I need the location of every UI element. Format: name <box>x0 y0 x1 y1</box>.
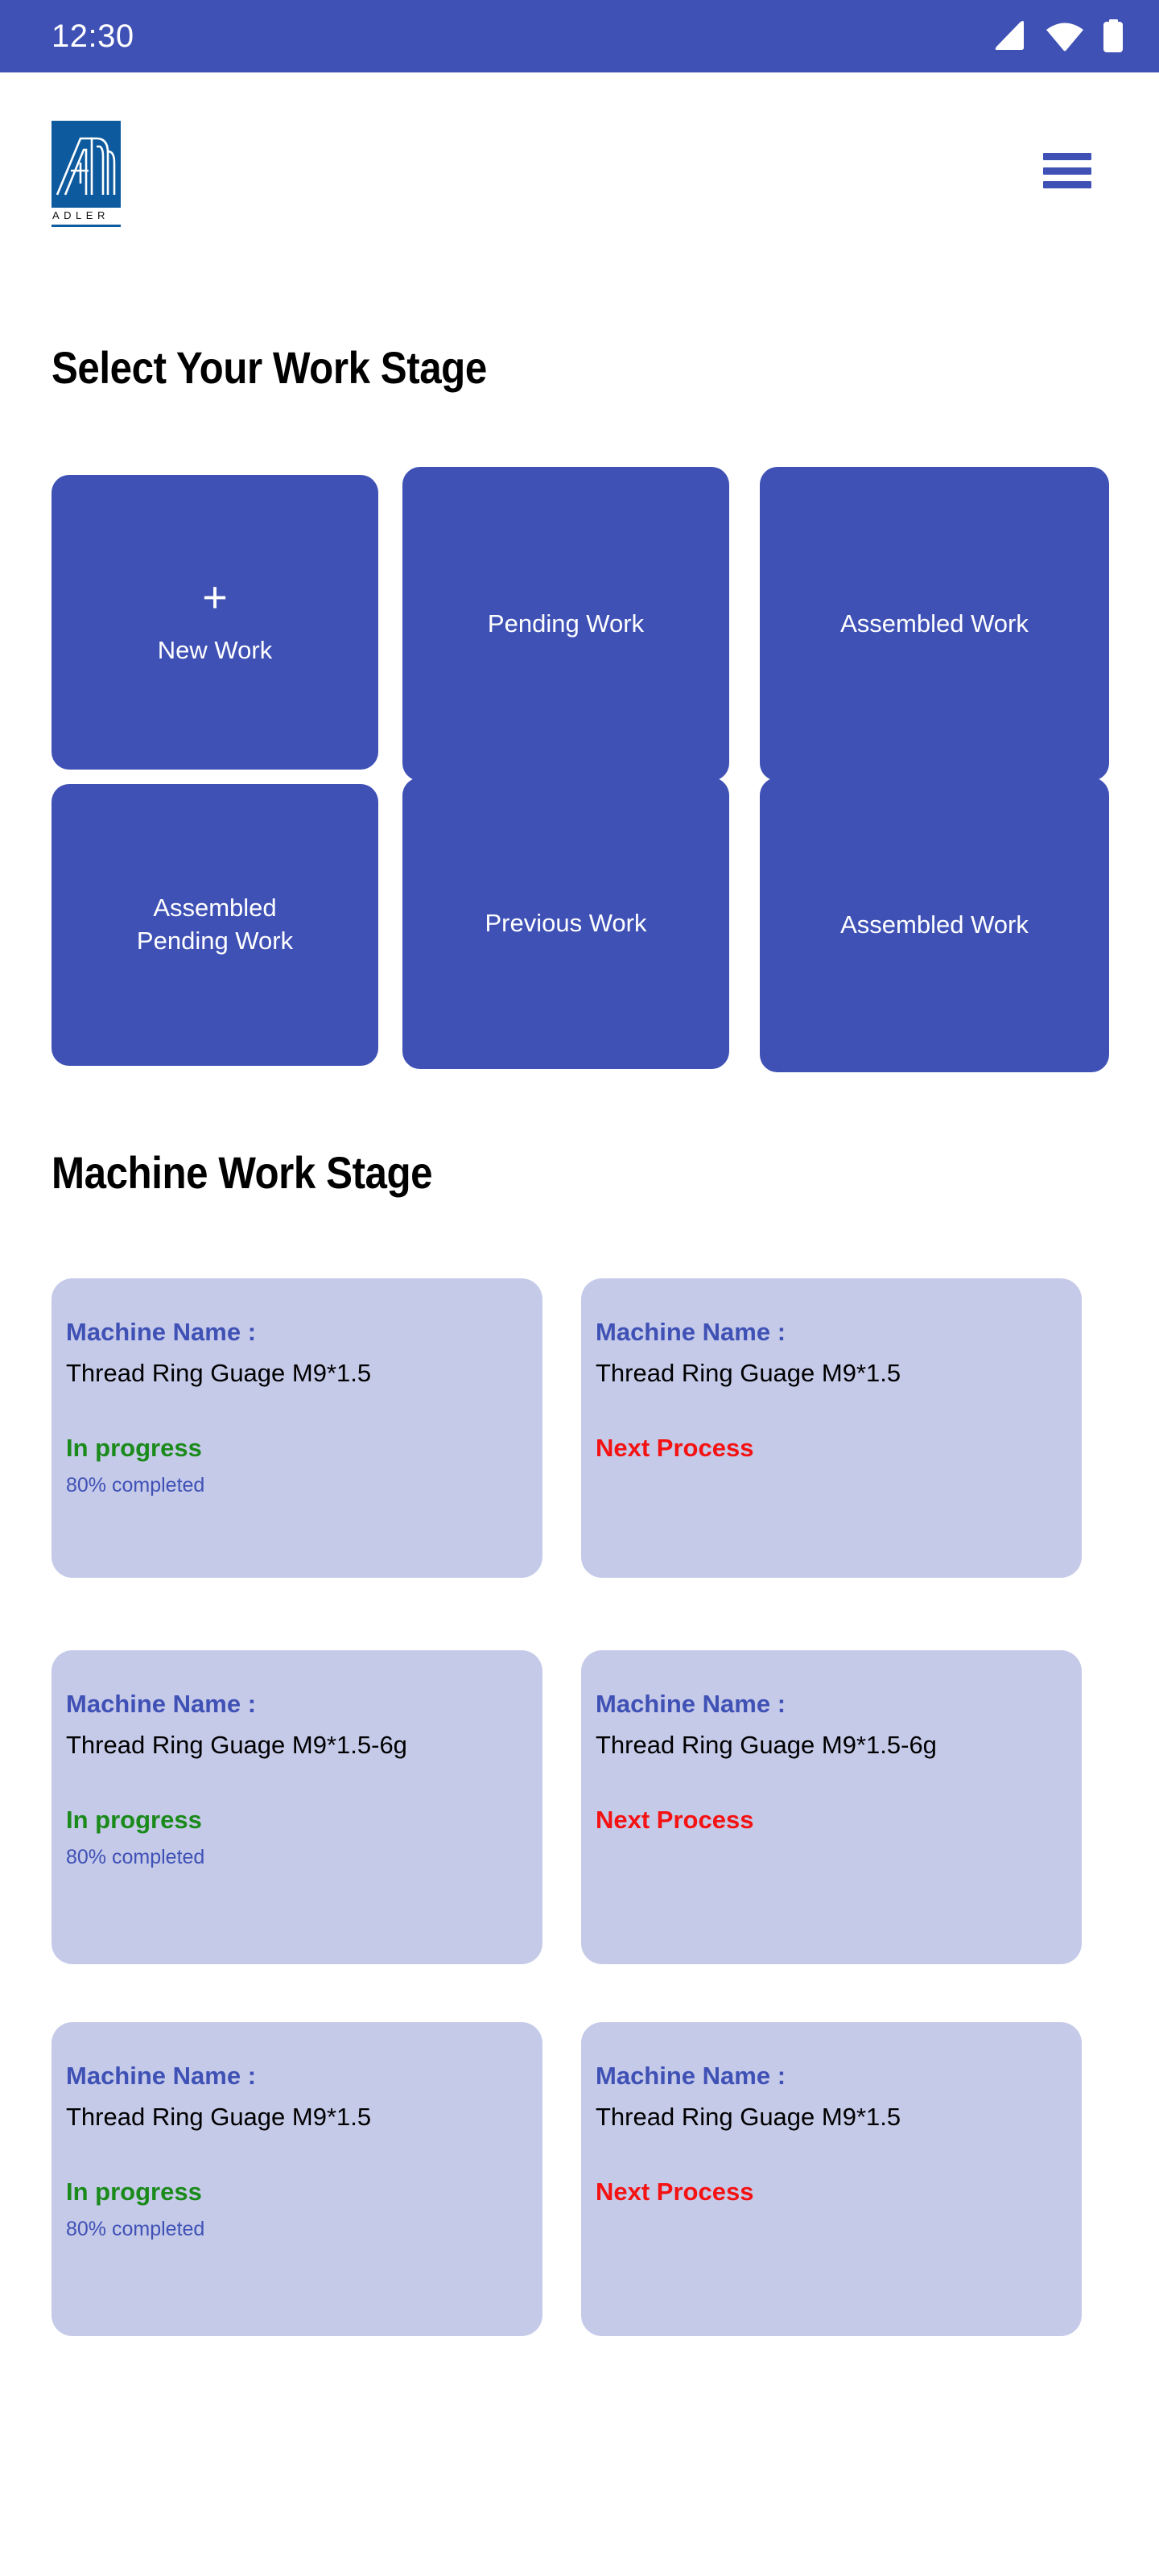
machine-status-badge: Next Process <box>596 1806 754 1835</box>
machine-progress-text: 80% completed <box>66 2217 205 2240</box>
adler-logo[interactable]: ADLER <box>52 121 121 227</box>
app-header: ADLER <box>0 72 1159 227</box>
work-stage-card[interactable]: + New Work <box>52 475 378 770</box>
work-stage-card[interactable]: Assembled Work <box>760 778 1109 1072</box>
hamburger-bar-1 <box>1043 153 1091 160</box>
wifi-icon <box>1045 20 1085 52</box>
work-stage-card-label: Previous Work <box>485 908 647 937</box>
machine-progress-text: 80% completed <box>66 1473 205 1496</box>
adler-logo-mark <box>52 121 121 208</box>
signal-icon <box>992 20 1027 52</box>
plus-icon: + <box>202 572 228 621</box>
machine-name-value: Thread Ring Guage M9*1.5-6g <box>66 1731 407 1760</box>
machine-name-value: Thread Ring Guage M9*1.5 <box>66 1359 372 1388</box>
work-stage-card-label: New Work <box>157 635 273 664</box>
machine-name-label: Machine Name : <box>66 2062 257 2090</box>
machine-card[interactable]: Machine Name : Thread Ring Guage M9*1.5-6… <box>581 1650 1082 1964</box>
work-stage-card[interactable]: Assembled Work <box>760 467 1109 781</box>
machine-name-value: Thread Ring Guage M9*1.5 <box>596 2103 901 2132</box>
machine-status-badge: In progress <box>66 1806 202 1835</box>
machine-name-label: Machine Name : <box>66 1690 257 1718</box>
work-stage-card[interactable]: Previous Work <box>402 778 729 1069</box>
machine-status-badge: Next Process <box>596 1434 754 1463</box>
status-bar-clock: 12:30 <box>52 18 134 54</box>
work-stage-heading: Select Your Work Stage <box>52 342 487 393</box>
machine-progress-text: 80% completed <box>66 1845 205 1868</box>
work-stage-card-label: Pending Work <box>487 609 645 638</box>
machine-name-value: Thread Ring Guage M9*1.5 <box>596 1359 901 1388</box>
machine-stage-heading: Machine Work Stage <box>52 1147 433 1198</box>
adler-logo-word-text: ADLER <box>52 209 109 221</box>
machine-name-value: Thread Ring Guage M9*1.5-6g <box>596 1731 937 1760</box>
hamburger-bar-3 <box>1043 181 1091 188</box>
status-bar: 12:30 <box>0 0 1159 72</box>
machine-name-label: Machine Name : <box>66 1318 257 1346</box>
work-stage-card[interactable]: Assembled Pending Work <box>52 784 378 1066</box>
work-stage-card-label: Assembled Work <box>840 910 1029 939</box>
machine-status-badge: Next Process <box>596 2178 754 2207</box>
work-stage-card-label: Assembled Pending Work <box>136 894 294 955</box>
machine-status-badge: In progress <box>66 2178 202 2207</box>
work-stage-card[interactable]: Pending Work <box>402 467 729 781</box>
status-bar-icons <box>992 19 1124 53</box>
machine-status-badge: In progress <box>66 1434 202 1463</box>
machine-name-label: Machine Name : <box>596 1318 786 1346</box>
battery-icon <box>1103 19 1124 53</box>
machine-name-value: Thread Ring Guage M9*1.5 <box>66 2103 372 2132</box>
machine-name-label: Machine Name : <box>596 1690 786 1718</box>
adler-logo-wordmark: ADLER <box>52 209 121 227</box>
hamburger-bar-2 <box>1043 167 1091 175</box>
machine-name-label: Machine Name : <box>596 2062 786 2090</box>
work-stage-card-label: Assembled Work <box>840 609 1029 638</box>
adler-logo-rule <box>52 225 121 227</box>
machine-card[interactable]: Machine Name : Thread Ring Guage M9*1.5-6… <box>52 1650 542 1964</box>
hamburger-menu-icon[interactable] <box>1043 153 1091 188</box>
